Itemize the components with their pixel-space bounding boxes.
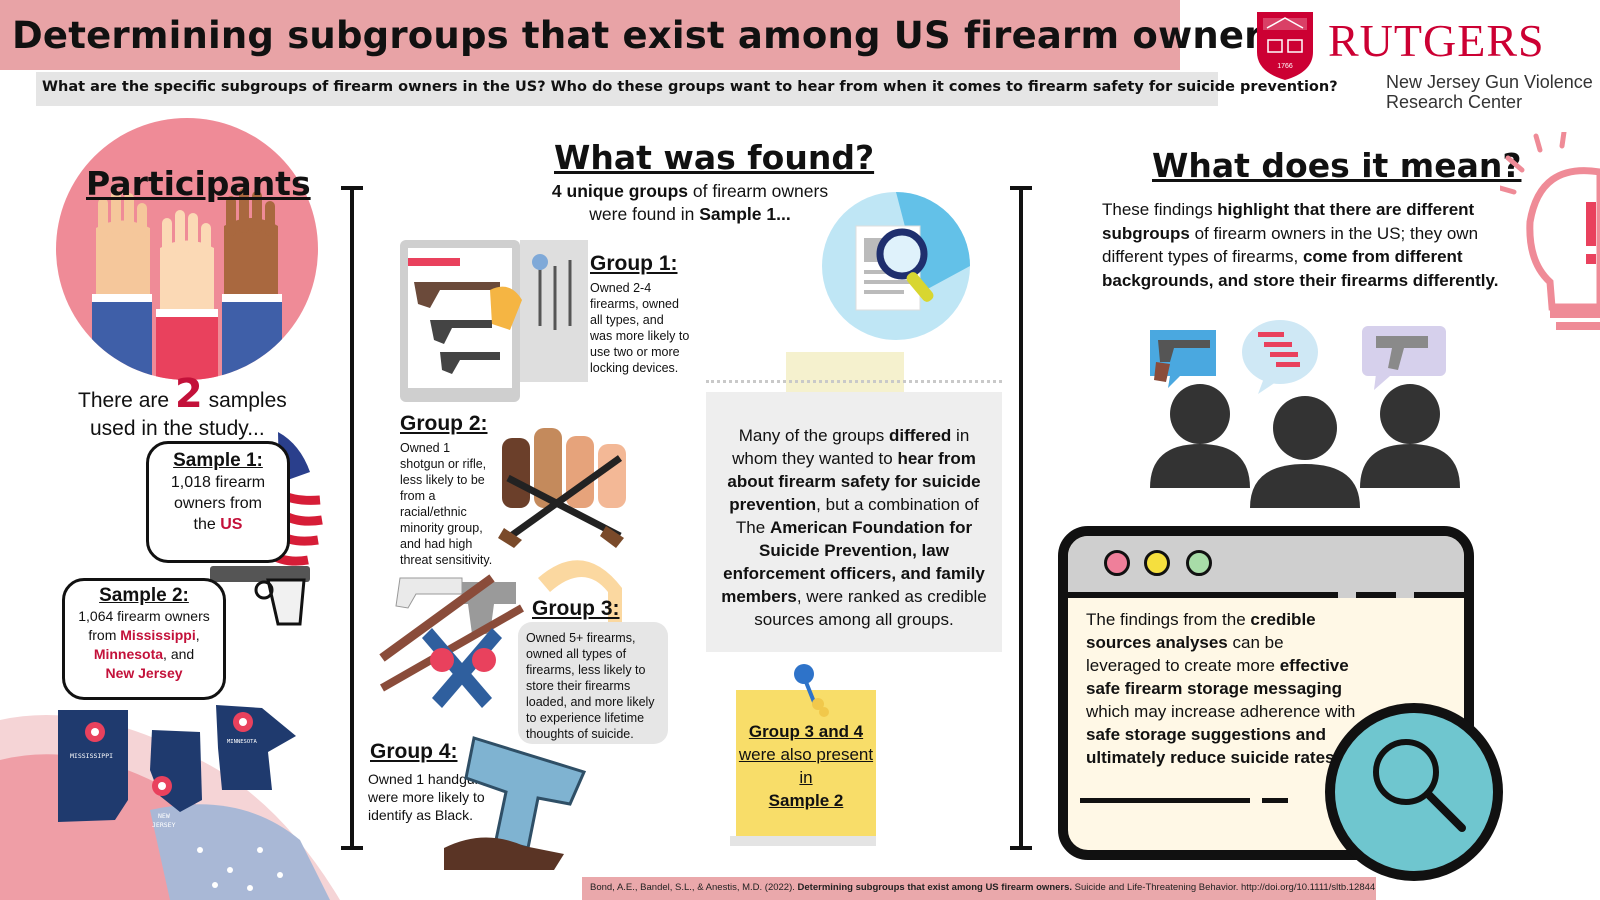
meaning-text: These findings highlight that there are … (1102, 200, 1499, 290)
group-2-title: Group 2: (400, 412, 488, 435)
group-3-line: thoughts of suicide. (526, 727, 634, 741)
right-divider (1019, 188, 1023, 848)
sample-1-title: Sample 1: (173, 450, 263, 471)
page-subtitle: What are the specific subgroups of firea… (42, 79, 1338, 95)
browser-bottom-line-1 (1080, 798, 1250, 803)
right-divider-cap-top (1010, 186, 1032, 190)
sample-2-text: 1,064 firearm owners from Mississippi, M… (78, 608, 210, 681)
magnifier-icon (1325, 703, 1503, 881)
group-3-title: Group 3: (532, 597, 620, 620)
group-2-line: Owned 1 (400, 441, 451, 455)
svg-text:1766: 1766 (1277, 63, 1293, 70)
subtitle-bar (36, 72, 1218, 106)
right-divider-cap-bottom (1010, 846, 1032, 850)
sticky-note (736, 690, 876, 838)
sticky-note-text: Group 3 and 4 were also present in Sampl… (738, 722, 874, 810)
handgun-icon (210, 566, 310, 626)
browser-window (1058, 526, 1474, 860)
browser-bar-line-2 (1356, 592, 1396, 598)
group-3-line: owned all types of (526, 647, 627, 661)
raised-hands-icon (92, 188, 282, 380)
title-bar (0, 0, 1180, 70)
window-dot-red (1104, 550, 1130, 576)
group-3-text: Owned 5+ firearms, owned all types of fire… (526, 630, 670, 742)
left-divider-cap-bottom (341, 846, 363, 850)
found-intro: 4 unique groups of firearm owners were f… (551, 181, 829, 224)
people-group-icon (1150, 320, 1460, 508)
group-1-line: firearms, owned (590, 297, 679, 311)
browser-bar-line-1 (1068, 592, 1338, 598)
group-1-line: use two or more (590, 345, 680, 359)
participants-heading: Participants (86, 164, 311, 203)
participants-circle (56, 118, 318, 380)
center-name-line-2: Research Center (1386, 92, 1523, 112)
group-4-title: Group 4: (370, 740, 458, 763)
sample-count: 2 (174, 371, 203, 417)
group-4-text: Owned 1 handgun, were more likely to ident… (368, 770, 508, 824)
group-4-line: Owned 1 handgun, (368, 771, 487, 787)
group-3-line: to experience lifetime (526, 711, 645, 725)
gun-safe-icon (400, 240, 588, 402)
citation: Bond, A.E., Bandel, S.L., & Anestis, M.D… (590, 882, 1376, 893)
browser-bottom-line-2 (1262, 798, 1288, 803)
group-1-text: Owned 2-4 firearms, owned all types, and wa… (590, 280, 710, 376)
note-tear-edge (706, 380, 1002, 394)
group-2-line: from a (400, 489, 436, 503)
found-heading: What was found? (554, 138, 875, 177)
group-2-line: threat sensitivity. (400, 553, 493, 567)
group-3-line: store their firearms (526, 679, 631, 693)
credible-sources-note: Many of the groups differed in whom they… (706, 380, 1002, 652)
sample-1-bubble: Sample 1: 1,018 firearm owners from the … (146, 441, 290, 563)
rutgers-logo-text: RUTGERS (1328, 15, 1545, 66)
lightbulb-head-icon (1500, 132, 1600, 330)
group-1-line: Owned 2-4 (590, 281, 652, 295)
window-dot-green (1186, 550, 1212, 576)
group-1-line: all types, and (590, 313, 664, 327)
center-name-line-1: New Jersey Gun Violence (1386, 72, 1593, 92)
map-label-nj-2: JERSEY (152, 821, 176, 829)
window-dot-yellow (1144, 550, 1170, 576)
browser-bar-line-3 (1414, 592, 1464, 598)
meaning-heading: What does it mean? (1152, 146, 1522, 185)
browser-title-bar (1068, 536, 1464, 598)
rutgers-shield-icon: 1766 (1257, 12, 1313, 80)
rifle-icon (498, 428, 626, 548)
handgun-hand-icon (444, 736, 587, 870)
group-3-box (518, 622, 668, 744)
group-2-line: less likely to be (400, 473, 485, 487)
group-3-line: loaded, and more likely (526, 695, 655, 709)
sticky-shadow (730, 836, 876, 846)
group-2-line: racial/ethnic (400, 505, 467, 519)
group-4-line: were more likely to (368, 789, 485, 805)
browser-text: The findings from the credible sources a… (1086, 610, 1356, 767)
group-2-line: shotgun or rifle, (400, 457, 487, 471)
pushpin-icon (794, 664, 829, 717)
page-title: Determining subgroups that exist among U… (12, 14, 1285, 57)
group-2-line: minority group, (400, 521, 483, 535)
citation-bar (582, 877, 1376, 900)
map-label-mississippi: MISSISSIPPI (70, 752, 113, 760)
group-1-title: Group 1: (590, 252, 678, 275)
sample-2-title: Sample 2: (99, 585, 189, 606)
firearms-collection-icon (379, 560, 622, 708)
sample-1-text: 1,018 firearm owners from the US (170, 474, 266, 533)
group-3-line: firearms, less likely to (526, 663, 646, 677)
group-2-line: and had high (400, 537, 473, 551)
map-label-minnesota: MINNESOTA (227, 739, 257, 745)
left-divider (350, 188, 354, 848)
rutgers-center-name: New Jersey Gun Violence Research Center (1386, 72, 1593, 112)
group-4-line: identify as Black. (368, 807, 474, 823)
participants-intro: There are 2 samples used in the study... (78, 371, 287, 440)
note-text: Many of the groups differed in whom they… (721, 426, 987, 629)
group-2-text: Owned 1 shotgun or rifle, less likely to b… (400, 440, 510, 568)
sample-2-bubble: Sample 2: 1,064 firearm owners from Miss… (62, 578, 226, 700)
document-search-icon (822, 192, 970, 340)
group-3-line: Owned 5+ firearms, (526, 631, 636, 645)
group-1-line: was more likely to (590, 329, 690, 343)
state-map-icon: MISSISSIPPI MINNESOTA NEW JERSEY (0, 705, 340, 900)
map-label-nj-1: NEW (158, 812, 170, 820)
left-divider-cap-top (341, 186, 363, 190)
group-1-line: locking devices. (590, 361, 679, 375)
